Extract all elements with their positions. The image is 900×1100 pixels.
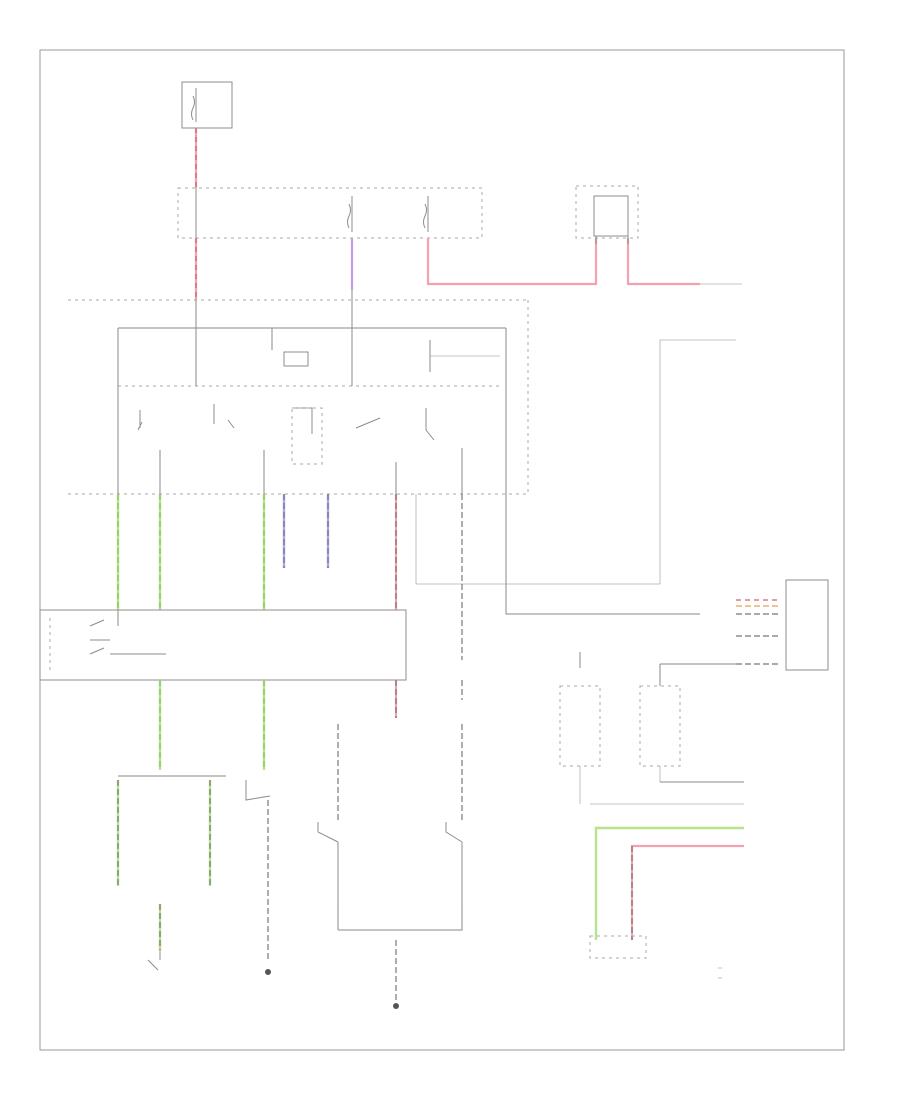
top-fuse (181, 81, 233, 188)
lower-module (39, 609, 407, 681)
bottom-left-splice (116, 775, 226, 971)
bottom-switch (245, 780, 271, 975)
control-unit (117, 290, 507, 494)
right-relays (559, 652, 744, 805)
diagram-frame (39, 49, 845, 1051)
legend (718, 967, 722, 979)
right-connector (736, 579, 829, 671)
top-right-connector (575, 185, 639, 244)
fuse-box (177, 187, 483, 239)
bottom-right-connector (589, 935, 647, 959)
middle-switches (317, 724, 463, 1009)
